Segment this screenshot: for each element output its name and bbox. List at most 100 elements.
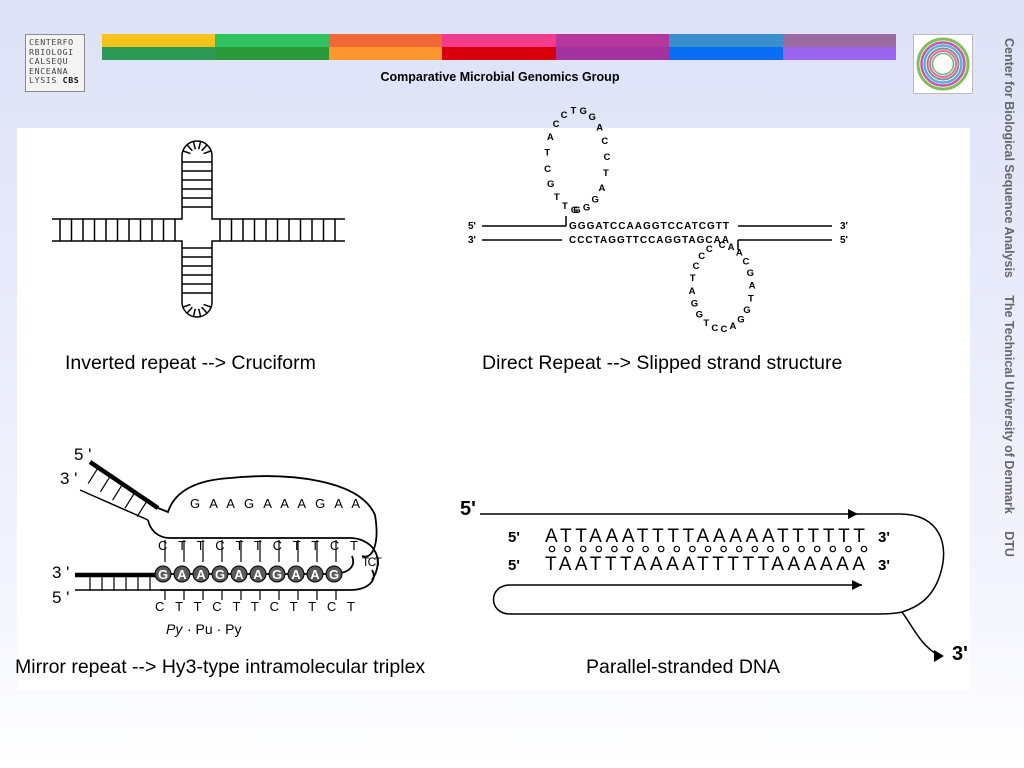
cruciform-rung — [203, 303, 212, 308]
loop-base: G — [547, 179, 554, 190]
cruciform-rung — [192, 308, 197, 317]
cruciform-rung — [203, 150, 212, 155]
cruciform-rung — [186, 144, 193, 152]
loop-base: T — [562, 201, 568, 212]
pairing-dot — [595, 545, 603, 553]
logo-line-3: CALSEQU — [29, 56, 69, 67]
triplex-label-3b: 3 ' — [52, 563, 69, 582]
stripe-bottom-2 — [328, 47, 443, 60]
logo-line-1: CENTERFO — [29, 37, 74, 47]
slipped-bottom-right-label: 5' — [840, 235, 848, 246]
triplex-py-label: Py — [166, 621, 183, 637]
parallel-strand-diagram: 5' 3' 5' 3' 5' 3' ATTAAATTTTAAAAATTTTTT … — [460, 498, 968, 665]
loop-base: C — [603, 152, 610, 163]
triplex-rung — [87, 467, 99, 484]
loop-base: G — [589, 112, 596, 123]
triplex-base-letter: G — [272, 567, 282, 582]
triplex-pu-py-label: · Pu · Py — [187, 621, 241, 637]
pairing-dot — [813, 545, 821, 553]
triplex-base-circle — [325, 565, 343, 583]
loop-base: C — [742, 257, 749, 268]
loop-base: T — [603, 168, 609, 179]
triplex-rung — [124, 492, 136, 509]
pairing-dot — [657, 545, 665, 553]
loop-base: C — [719, 240, 726, 251]
loop-base: T — [554, 192, 560, 203]
stripe-bottom-5 — [669, 47, 784, 60]
dtu-logo — [913, 34, 973, 94]
loop-base: G — [737, 315, 744, 326]
loop-base: A — [598, 183, 605, 194]
loop-base: A — [749, 281, 756, 292]
triplex-caption: Mirror repeat --> Hy3-type intramolecula… — [15, 656, 426, 678]
cbs-logo: CENTERFO RBIOLOGI CALSEQU ENCEANA LYSIS … — [25, 34, 85, 92]
cruciform-rung — [182, 303, 191, 308]
slipped-bottom-sequence: CCCTAGGTTCCAGGTAGCAA — [569, 235, 729, 246]
triplex-base-letter: G — [158, 567, 168, 582]
triplex-rung — [136, 500, 148, 517]
cruciform-rung — [186, 306, 193, 314]
pairing-dot — [548, 545, 556, 553]
loop-base: T — [690, 273, 696, 284]
stripe-bottom-3 — [442, 47, 557, 60]
loop-base: C — [561, 110, 568, 121]
parallel-end-label: 3' — [952, 643, 968, 665]
slipped-bottom-left-label: 3' — [468, 235, 476, 246]
stripe-bottom-0 — [102, 47, 216, 60]
slipped-top-sequence: GGGATCCAAGGTCCATCGTT — [569, 221, 729, 232]
pairing-dot — [751, 545, 759, 553]
cruciform-rung — [182, 150, 191, 155]
pairing-dot — [611, 545, 618, 553]
loop-base: G — [580, 106, 587, 117]
slipped-caption: Direct Repeat --> Slipped strand structu… — [482, 352, 843, 374]
loop-base: C — [720, 324, 727, 335]
triplex-base-letter: A — [291, 567, 301, 582]
loop-base: G — [743, 305, 750, 316]
pairing-dot — [767, 545, 774, 553]
loop-base: T — [748, 293, 754, 304]
cruciform-diagram — [52, 140, 345, 318]
cruciform-rung — [201, 306, 208, 314]
cruciform-rung — [201, 144, 208, 152]
stripe-top-5 — [669, 34, 784, 47]
triplex-label-5a: 5 ' — [74, 445, 91, 464]
parallel-top-sequence: ATTAAATTTTAAAAATTTTTT — [545, 526, 865, 547]
triplex-rung — [112, 483, 124, 501]
triplex-arc-letters: G A A G A A A G A A — [190, 496, 360, 511]
parallel-top-right: 3' — [878, 529, 890, 546]
triplex-base-circle — [287, 565, 305, 583]
pairing-dot — [689, 545, 696, 553]
loop-base: A — [689, 286, 696, 297]
loop-base: T — [570, 105, 576, 116]
triplex-ct-row: C T T C T T C T T C T — [158, 538, 358, 553]
triplex-rung — [99, 475, 111, 493]
loop-base: C — [553, 119, 560, 130]
parallel-bottom-left: 5' — [508, 557, 520, 574]
cruciform-rung — [192, 141, 197, 150]
loop-base: G — [691, 299, 698, 310]
stripe-bottom-6 — [782, 47, 897, 60]
triplex-base-circle — [173, 565, 191, 583]
logo-cbs-text: CBS — [62, 75, 80, 86]
pairing-dot — [579, 545, 587, 553]
triplex-base-circle — [211, 565, 229, 583]
stripe-top-6 — [782, 34, 897, 47]
loop-base: G — [583, 202, 590, 213]
triplex-base-letter: G — [215, 567, 225, 582]
loop-base: G — [592, 195, 599, 206]
loop-base: C — [544, 164, 551, 175]
loop-base: C — [706, 244, 713, 255]
loop-base: C — [698, 251, 705, 262]
parallel-bottom-sequence: TAATTTAAAATTTTTAAAAAA — [545, 554, 865, 575]
cruciform-caption: Inverted repeat --> Cruciform — [65, 352, 316, 374]
triplex-base-letter: A — [234, 567, 244, 582]
triplex-base-letter: A — [177, 567, 187, 582]
pairing-dot — [829, 545, 837, 553]
cruciform-rung — [197, 308, 202, 317]
loop-base: T — [544, 148, 550, 159]
group-name: Comparative Microbial Genomics Group — [380, 70, 620, 84]
